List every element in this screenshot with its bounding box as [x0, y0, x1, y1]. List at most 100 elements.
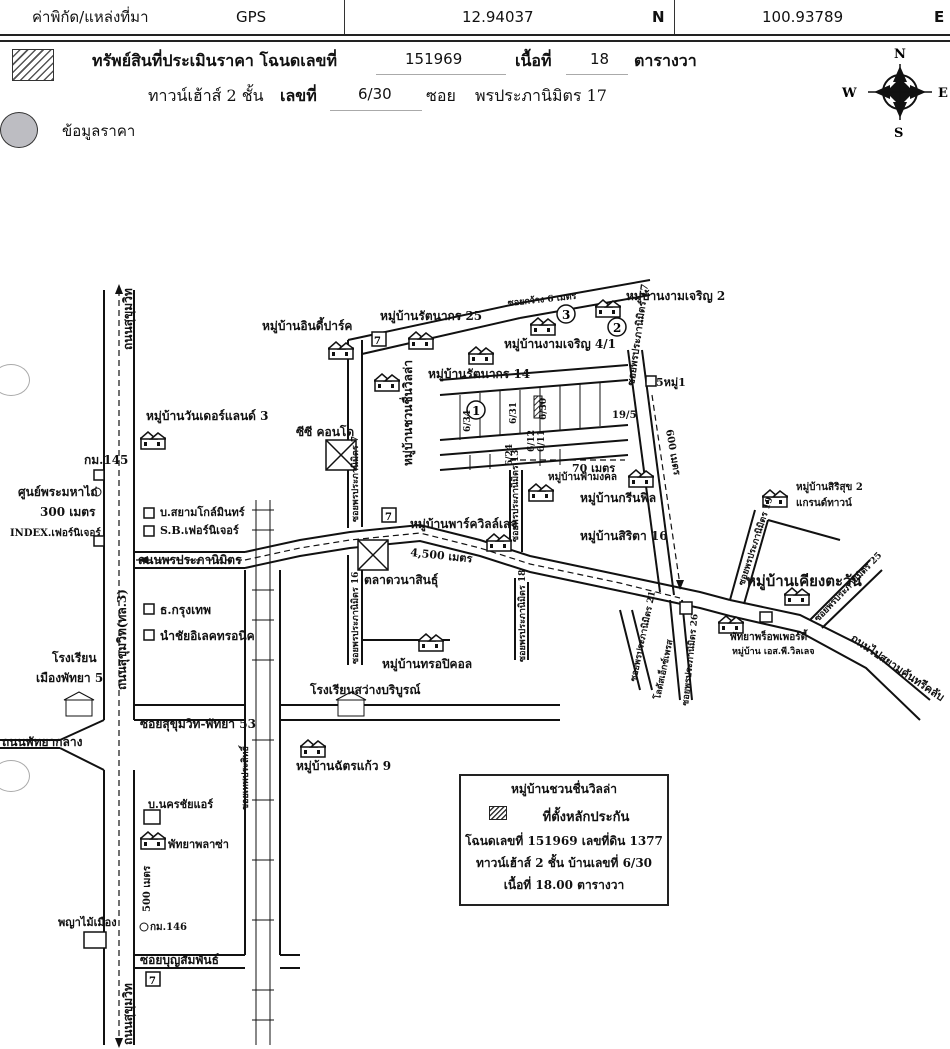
label-dist-500: 500 เมตร	[142, 865, 153, 912]
label-lot-631: 6/31	[509, 402, 519, 424]
house-no-value: 6/30	[358, 85, 392, 103]
svg-text:7: 7	[149, 976, 156, 987]
binder-hole	[0, 760, 30, 792]
label-pattaya-plaza: พัทยาพลาซ่า	[168, 838, 229, 851]
legend-hatch-icon	[489, 806, 507, 820]
label-lot-195: 19/5	[612, 410, 637, 421]
label-kiangtawan: หมู่บ้านเคียงตะวัน	[746, 572, 862, 591]
label-grand-town: แกรนด์ทาวน์	[796, 497, 852, 509]
marker-2: 2	[613, 321, 621, 335]
label-sirisuk2: หมู่บ้านสิริสุข 2	[796, 481, 863, 494]
soi-value: พรประภานิมิตร 17	[475, 86, 607, 105]
label-green-field: หมู่บ้านกรีนฟิล	[580, 491, 656, 506]
label-vi-village: หมู่บ้าน เอส.พี.วิลเลจ	[732, 646, 815, 657]
label-dist-70: 70 เมตร	[572, 462, 615, 475]
label-wonderland: หมู่บ้านวันเดอร์แลนด์ 3	[146, 409, 268, 424]
compass-s: S	[894, 126, 903, 140]
longitude-value: 100.93789	[762, 8, 844, 26]
label-soi-vert-left: ซอยเทพประสิทธิ์	[238, 744, 251, 810]
property-type: ทาวน์เฮ้าส์ 2 ชั้น	[148, 86, 264, 105]
label-lot-624: 6/24	[505, 444, 515, 466]
label-phrayai: พญาไม้เมือง	[58, 915, 117, 929]
label-lotus: โลตัสเอ็กซ์เพรส	[650, 638, 676, 702]
legend-collateral: ที่ตั้งหลักประกัน	[542, 810, 630, 825]
label-sirita16: หมู่บ้านสิริตา 16	[580, 529, 668, 544]
label-km146: กม.146	[150, 922, 187, 933]
longitude-dir: E	[934, 8, 945, 26]
label-dist-600: 600 เมตร	[663, 429, 682, 477]
latitude-dir: N	[652, 8, 665, 26]
label-lot-611: 6/11	[537, 430, 547, 452]
label-siam-global: บ.สยามโกล์มินทร์	[160, 505, 245, 519]
label-buddha-center: ศูนย์พระมหาไถ่	[18, 484, 98, 500]
label-ngam-charoen41: หมู่บ้านงามเจริญ 4/1	[504, 337, 616, 352]
soi-label: ซอย	[426, 86, 456, 105]
price-legend-label: ข้อมูลราคา	[62, 122, 136, 140]
coord-source: GPS	[236, 8, 267, 26]
label-school: โรงเรียน	[51, 650, 97, 665]
label-rd-sukhumvit-top: ถนนสุขุมวิท	[121, 288, 136, 350]
label-cc-condo: ซีซี คอนโด	[296, 424, 354, 439]
compass-icon: N S W E	[841, 47, 948, 140]
label-pattaya-property: พัทยาพร็อพเพอร์ตี้	[730, 629, 808, 643]
svg-text:7: 7	[385, 512, 392, 523]
map-legend: หมู่บ้านชวนชื่นวิลล่า ที่ตั้งหลักประกัน …	[459, 774, 669, 906]
label-rd-pattaya-klang: ถนนพัทยากลาง	[2, 735, 83, 749]
coord-label: ค่าพิกัด/แหล่งที่มา	[32, 8, 149, 26]
label-soi-7: ซอยพรประภานิมิตร 7	[350, 436, 361, 522]
label-rd-sukhumvit-bottom: ถนนสุขุมวิท	[121, 983, 136, 1045]
property-title-label: ทรัพย์สินที่ประเมินราคา โฉนดเลขที่	[92, 51, 338, 70]
area-label: เนื้อที่	[515, 51, 552, 70]
legend-line1: โฉนดเลขที่ 151969 เลขที่ดิน 1377	[465, 834, 663, 848]
label-sb-furniture: S.B.เฟอร์นิเจอร์	[160, 524, 239, 537]
legend-title: หมู่บ้านชวนชื่นวิลล่า	[511, 782, 617, 796]
house-no-label: เลขที่	[280, 86, 317, 105]
area-unit: ตารางวา	[634, 51, 697, 70]
compass-e: E	[938, 86, 948, 101]
compass-n: N	[894, 47, 906, 62]
label-moo5: 5หมู่1	[656, 376, 686, 390]
compass-w: W	[841, 86, 857, 101]
label-sukhumvit-vert: ถนนสุขุมวิท(ทล.3)	[115, 589, 130, 690]
label-soi-18: ซอยพรประภานิมิตร 18	[517, 570, 528, 662]
label-lot-634: 6/34	[463, 410, 473, 432]
label-soi-13: ซอยพรประภานิมิตร 13	[510, 450, 521, 542]
marker-3: 3	[562, 308, 570, 322]
binder-hole	[0, 364, 30, 396]
label-rd-pornprapa: ถนนพรประภานิมิตร	[138, 553, 242, 567]
deed-number: 151969	[405, 50, 463, 68]
label-chuan-chuen: หมู่บ้านชวนชื่นวิลล่า	[399, 360, 416, 466]
label-dist-4500: 4,500 เมตร	[410, 546, 473, 565]
hatched-property-icon	[12, 49, 54, 81]
label-namchai: นำชัยอิเลคทรอนิค	[160, 629, 255, 643]
label-fah-mongkol: หมู่บ้านฟ้ามงคล	[548, 471, 617, 484]
label-park-villa: หมู่บ้านพาร์ควิลล์เลจ	[410, 517, 517, 532]
label-soi-16: ซอยพรประภานิมิตร 16	[350, 572, 361, 664]
area-value: 18	[590, 50, 610, 68]
label-chatkaew9: หมู่บ้านฉัตรแก้ว 9	[296, 759, 391, 774]
legend-line3: เนื้อที่ 18.00 ตารางวา	[503, 878, 625, 892]
marker-1: 1	[472, 404, 480, 418]
label-soi-boonsampan: ซอยบุญสัมพันธ์	[140, 953, 219, 968]
label-index: INDEX.เฟอร์นิเจอร์	[10, 527, 101, 539]
label-ngam-charoen2: หมู่บ้านงามเจริญ 2	[626, 289, 725, 304]
label-rattanakorn25: หมู่บ้านรัตนากร 25	[380, 309, 482, 324]
coordinate-header: ค่าพิกัด/แหล่งที่มา GPS 12.94037 N 100.9…	[0, 0, 950, 36]
label-lot-630: 6/30	[539, 398, 549, 420]
label-market: ตลาดวนาสินธุ์	[364, 573, 438, 588]
price-circle-icon	[0, 112, 38, 148]
label-km145: กม.145	[84, 453, 128, 467]
label-soi-21: ซอยพรประภานิมิตร 21	[628, 590, 658, 683]
label-lot-612: 6/12	[527, 430, 537, 452]
label-school-swang: โรงเรียนสว่างบริบูรณ์	[309, 682, 420, 698]
label-tropical: หมู่บ้านทรอปิคอล	[382, 657, 472, 672]
label-rattanakorn14: หมู่บ้านรัตนากร 14	[428, 367, 530, 382]
svg-text:7: 7	[374, 336, 381, 347]
label-soi-26: ซอยพรประภานิมิตร 26	[680, 613, 701, 706]
label-buddha-dist: 300 เมตร	[40, 505, 96, 519]
legend-line2: ทาวน์เฮ้าส์ 2 ชั้น บ้านเลขที่ 6/30	[475, 856, 653, 870]
label-bangkok-bank: ธ.กรุงเทพ	[160, 603, 211, 618]
label-soi-sukhumvit53: ซอยสุขุมวิท-พัทยา 53	[140, 717, 256, 732]
label-school-name: เมืองพัทยา 5	[36, 671, 103, 685]
